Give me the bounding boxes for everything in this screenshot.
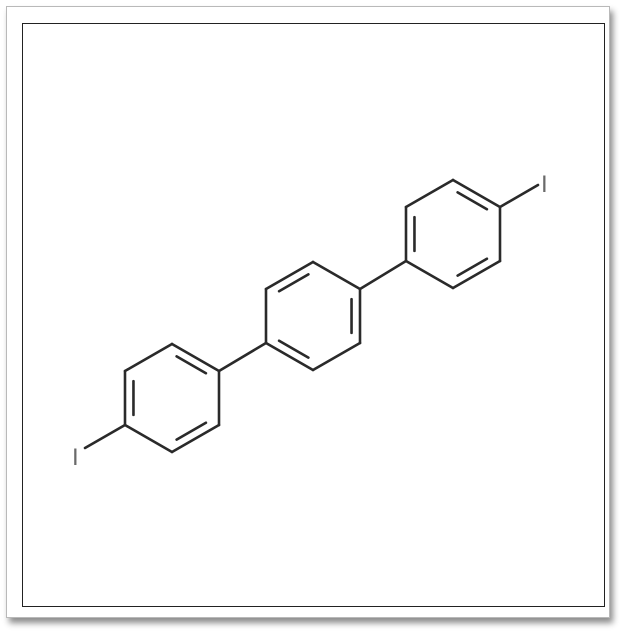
left-ring-bond-4 xyxy=(123,423,174,454)
right-ring-double-bond-3 xyxy=(456,257,489,277)
right-ring-bond-1 xyxy=(451,178,502,209)
left-ring-bond-3 xyxy=(170,423,221,454)
left-carbon-iodine-bond xyxy=(83,423,127,450)
middle-ring-bond-1 xyxy=(311,260,362,291)
middle-ring-bond-3 xyxy=(311,341,362,372)
right-ring-double-bond-1 xyxy=(456,191,489,211)
left-ring-double-bond-3 xyxy=(175,421,208,441)
right-ring-bond-4 xyxy=(404,259,455,290)
left-ring-double-bond-1 xyxy=(175,355,208,375)
right-ring-bond-3 xyxy=(451,259,502,290)
right-iodine-label: I xyxy=(541,171,548,198)
left-ring-bond-6 xyxy=(123,342,174,373)
left-middle-link-bond xyxy=(217,341,268,373)
left-ring-bond-1 xyxy=(170,342,221,373)
right-ring-bond-6 xyxy=(404,178,455,209)
structure-frame xyxy=(22,23,605,607)
middle-ring-double-bond-4 xyxy=(277,339,310,359)
middle-ring-bond-6 xyxy=(264,260,315,291)
right-carbon-iodine-bond xyxy=(498,183,540,209)
left-iodine-label: I xyxy=(72,444,79,471)
bond-layer xyxy=(83,178,540,454)
middle-ring-double-bond-6 xyxy=(277,273,310,293)
middle-right-link-bond xyxy=(358,259,408,291)
middle-ring-bond-4 xyxy=(264,341,315,372)
